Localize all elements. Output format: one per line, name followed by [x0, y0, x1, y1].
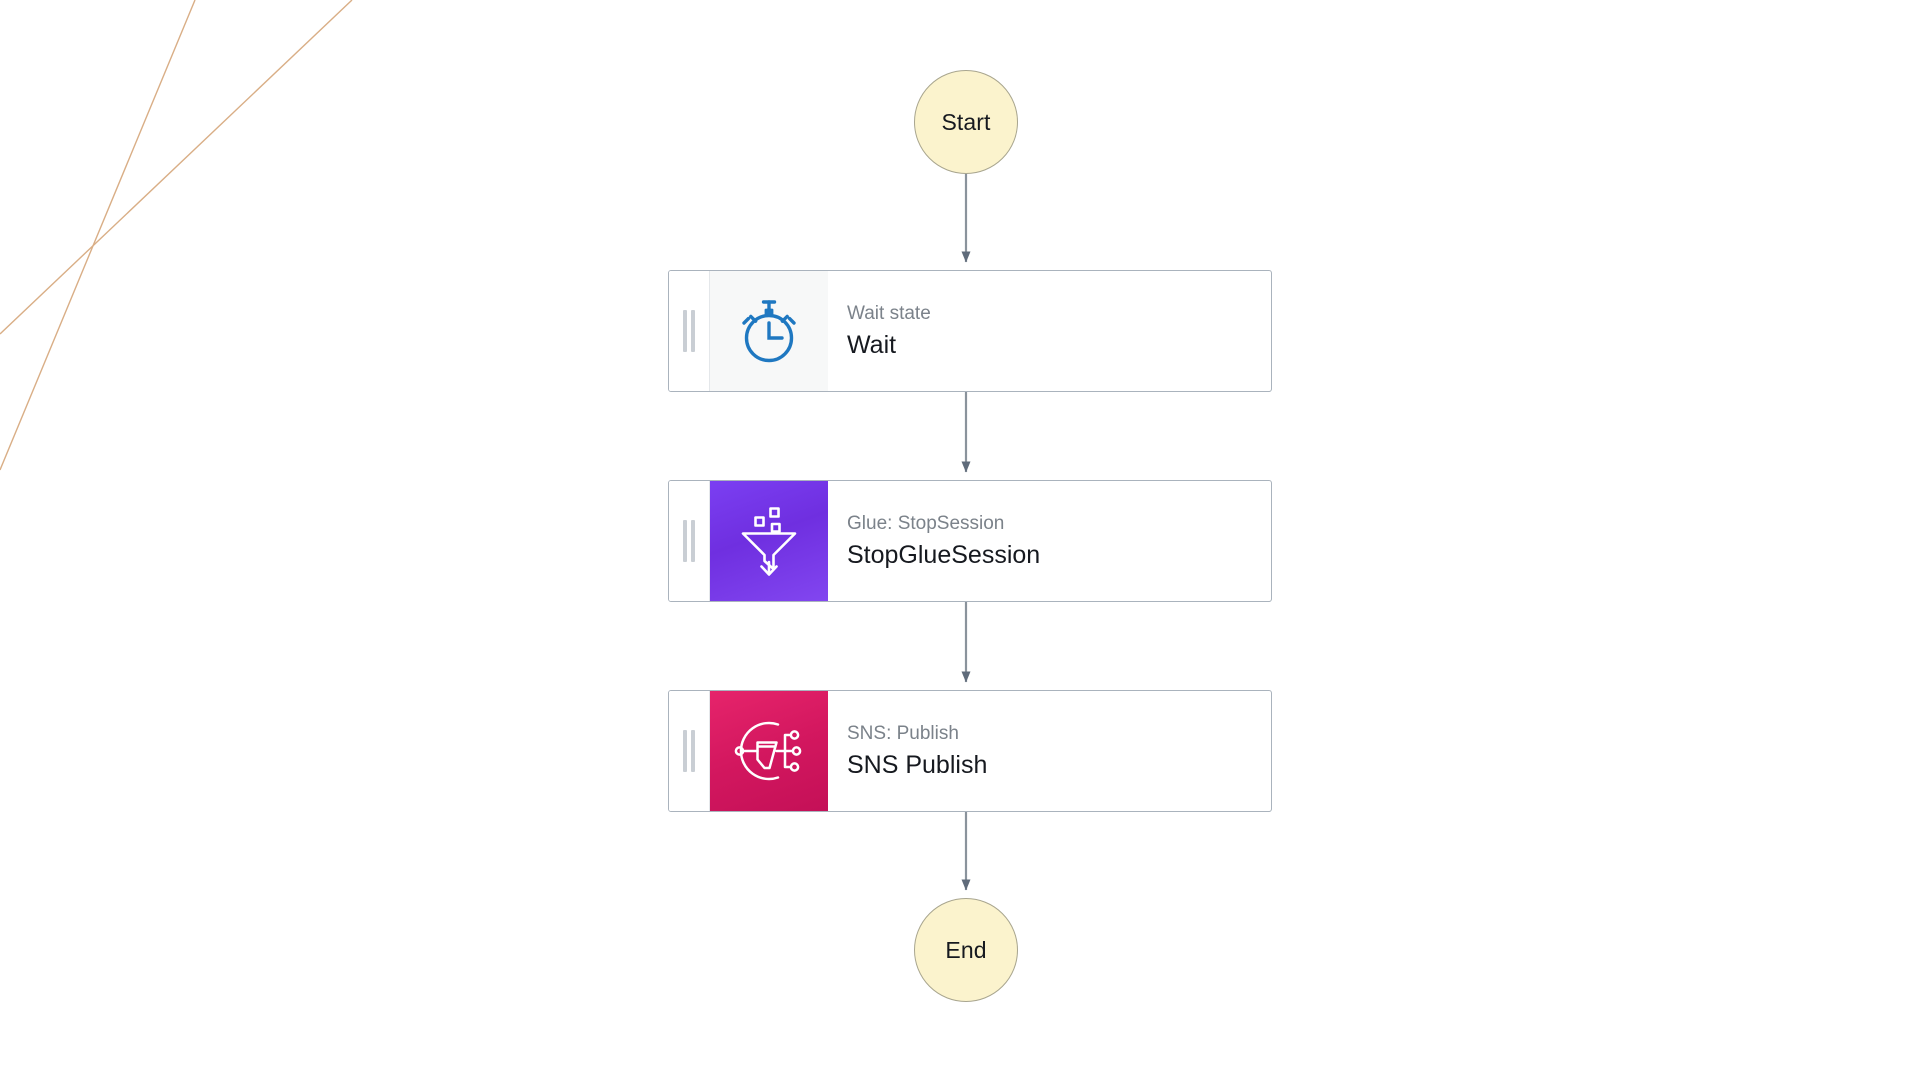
state-icon-tile-wait [710, 271, 828, 391]
state-title: StopGlueSession [847, 541, 1041, 569]
drag-handle[interactable] [669, 691, 710, 811]
state-title: SNS Publish [847, 751, 988, 779]
drag-handle-bar [683, 520, 687, 562]
state-subtitle: Wait state [847, 303, 931, 324]
state-icon-tile-glue [710, 481, 828, 601]
state-node-text: Wait state Wait [828, 271, 1271, 391]
state-title: Wait [847, 331, 897, 359]
stopwatch-icon [742, 300, 796, 363]
sns-megaphone-icon [734, 721, 802, 781]
state-subtitle: SNS: Publish [847, 723, 959, 744]
drag-handle-bar [683, 730, 687, 772]
glue-funnel-icon [741, 507, 797, 576]
state-node-glue[interactable]: Glue: StopSession StopGlueSession [668, 480, 1272, 602]
drag-handle-bar [691, 730, 695, 772]
start-node-label: Start [941, 108, 991, 135]
drag-handle-bar [691, 310, 695, 352]
state-node-sns[interactable]: SNS: Publish SNS Publish [668, 690, 1272, 812]
end-node-label: End [945, 936, 987, 963]
state-subtitle: Glue: StopSession [847, 513, 1005, 534]
state-node-text: SNS: Publish SNS Publish [828, 691, 1271, 811]
state-node-wait[interactable]: Wait state Wait [668, 270, 1272, 392]
state-icon-tile-sns [710, 691, 828, 811]
drag-handle[interactable] [669, 271, 710, 391]
drag-handle-bar [691, 520, 695, 562]
end-node[interactable]: End [914, 898, 1018, 1002]
state-node-text: Glue: StopSession StopGlueSession [828, 481, 1271, 601]
drag-handle-bar [683, 310, 687, 352]
drag-handle[interactable] [669, 481, 710, 601]
start-node[interactable]: Start [914, 70, 1018, 174]
